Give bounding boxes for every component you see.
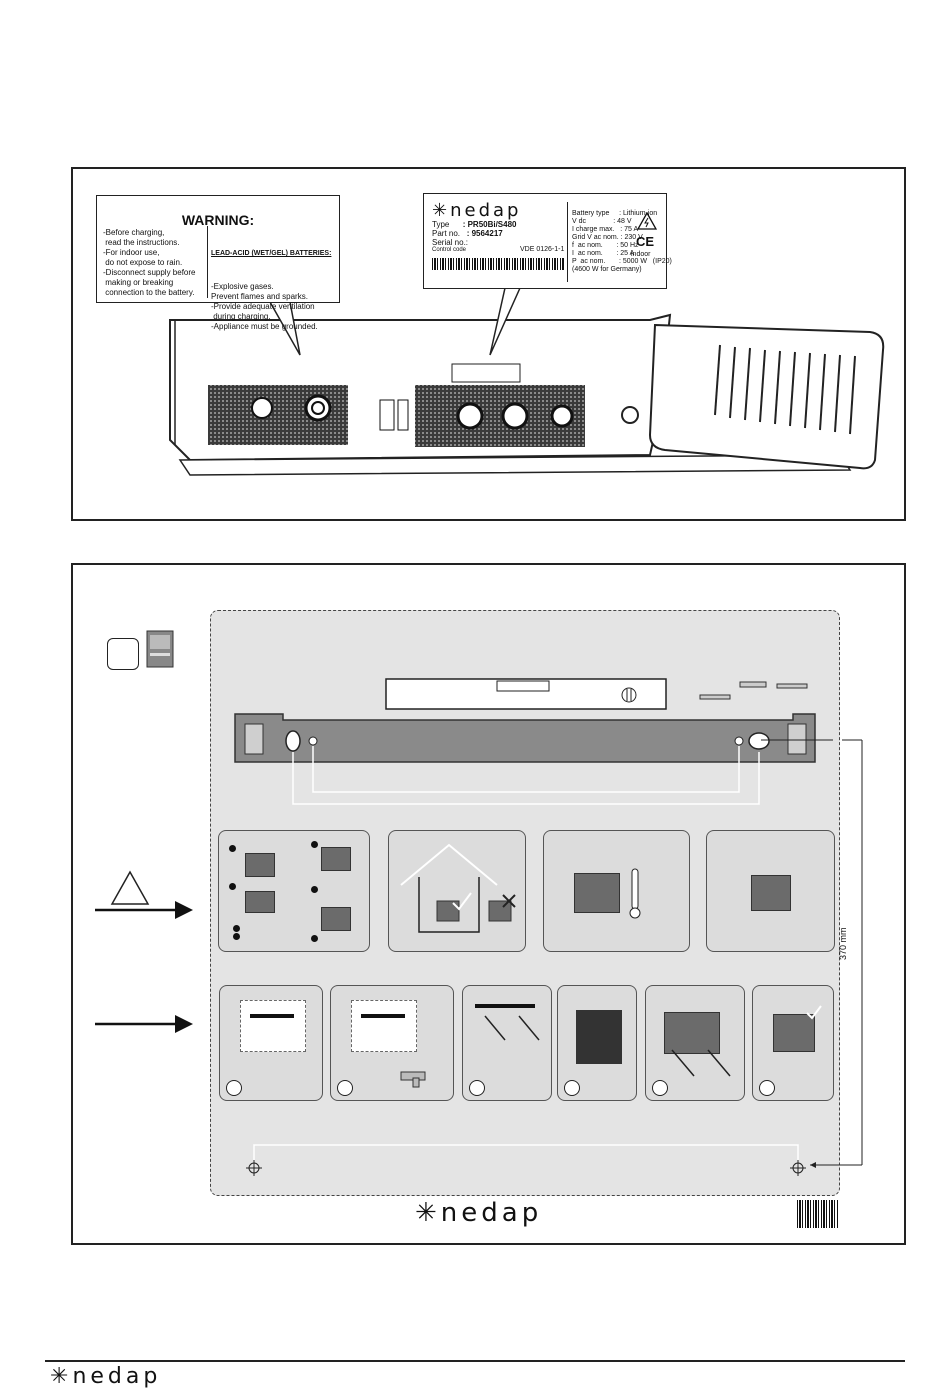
ce-mark: CE xyxy=(636,234,655,249)
wall-panel xyxy=(706,830,835,952)
warning-title: WARNING: xyxy=(181,212,255,228)
footer-rule xyxy=(45,1360,905,1362)
type-label: Type xyxy=(432,220,450,229)
dimension-line xyxy=(810,739,863,1168)
screws-icon xyxy=(699,681,808,700)
type-value: : PR50Bi/S480 xyxy=(462,220,517,229)
footer-brand: nedap xyxy=(72,1364,162,1389)
template-sheet xyxy=(351,1000,417,1052)
warning-right-block: LEAD-ACID (WET/GEL) BATTERIES: -Explosiv… xyxy=(211,229,331,352)
step-number xyxy=(226,1080,242,1096)
rating-label-brand: nedap xyxy=(450,200,522,221)
bottom-holes-line xyxy=(246,1144,806,1176)
rating-label: ✳nedap Type : PR50Bi/S480 Part no. : 956… xyxy=(423,193,672,289)
part-row: Part no. : 9564217 xyxy=(432,229,503,238)
device-thumbnail xyxy=(751,875,791,911)
device-drawing xyxy=(169,313,885,476)
device-thumbnail xyxy=(245,891,275,913)
warning-left-text: -Before charging, read the instructions.… xyxy=(103,228,196,297)
screwdriver-icon xyxy=(484,1015,540,1041)
warning-divider xyxy=(207,226,208,298)
temperature-panel xyxy=(543,830,690,952)
bullet xyxy=(311,935,318,942)
thermometer-icon xyxy=(629,868,641,919)
diagram-barcode xyxy=(797,1200,839,1228)
house-icon xyxy=(400,843,516,933)
manual-icon xyxy=(146,630,174,668)
bullet xyxy=(229,845,236,852)
clearance-panel xyxy=(218,830,370,952)
device-thumbnail xyxy=(664,1012,720,1054)
device-thumbnail xyxy=(245,853,275,877)
arrow-right-icon xyxy=(95,1015,193,1033)
step-5-panel xyxy=(645,985,745,1101)
step-1-panel xyxy=(219,985,323,1101)
step-number xyxy=(469,1080,485,1096)
bullet xyxy=(229,883,236,890)
caution-icon xyxy=(110,870,150,905)
device-thumbnail xyxy=(321,907,351,931)
mounting-bracket xyxy=(234,713,833,805)
check-icon xyxy=(806,1005,822,1020)
step-number xyxy=(564,1080,580,1096)
device-thumbnail xyxy=(576,1010,622,1064)
warning-label: WARNING: -Before charging, read the inst… xyxy=(96,195,340,331)
high-voltage-icon xyxy=(637,212,657,230)
dimension-label: 370 mm xyxy=(838,927,848,960)
bracket-icon xyxy=(475,1004,535,1008)
warning-right-text: -Explosive gases. Prevent flames and spa… xyxy=(211,282,318,331)
template-bracket xyxy=(361,1014,405,1018)
rating-barcode xyxy=(432,258,564,270)
bullet xyxy=(233,925,240,932)
type-row: Type : PR50Bi/S480 xyxy=(432,220,517,229)
device-thumbnail xyxy=(773,1014,815,1052)
template-bracket xyxy=(250,1014,294,1018)
device-thumbnail xyxy=(321,847,351,871)
bullet xyxy=(233,933,240,940)
indoor-label: indoor xyxy=(631,251,651,258)
part-label: Part no. xyxy=(432,229,461,238)
step-number xyxy=(652,1080,668,1096)
step-4-panel xyxy=(557,985,637,1101)
vde-code: VDE 0126-1-1 xyxy=(520,246,565,253)
screwdriver-icon xyxy=(671,1049,731,1077)
bullet xyxy=(311,841,318,848)
template-sheet xyxy=(240,1000,306,1052)
step-number xyxy=(759,1080,775,1096)
warning-right-heading: LEAD-ACID (WET/GEL) BATTERIES: xyxy=(211,250,332,257)
footer-logo: ✳nedap xyxy=(50,1364,162,1389)
rating-divider xyxy=(567,202,568,282)
serial-row: Serial no.: xyxy=(432,238,469,247)
step-6-panel xyxy=(752,985,834,1101)
diagram-logo: ✳nedap xyxy=(415,1198,543,1228)
device-thumbnail xyxy=(574,873,620,913)
rating-specs: Battery type : Lithium-ion V dc : 48 V I… xyxy=(572,210,672,273)
rating-label-logo: ✳nedap xyxy=(432,200,522,221)
step-checkbox xyxy=(107,638,139,670)
diagram-brand: nedap xyxy=(440,1198,543,1228)
callout-pointers xyxy=(269,287,521,356)
step-2-panel xyxy=(330,985,454,1101)
control-code: Control code xyxy=(432,247,467,253)
bullet xyxy=(311,886,318,893)
part-value: : 9564217 xyxy=(466,229,503,238)
spirit-level-icon xyxy=(385,678,667,710)
indoor-panel xyxy=(388,830,526,952)
arrow-right-icon xyxy=(95,901,193,919)
step-3-panel xyxy=(462,985,552,1101)
step-number xyxy=(337,1080,353,1096)
drill-icon xyxy=(400,1071,426,1088)
